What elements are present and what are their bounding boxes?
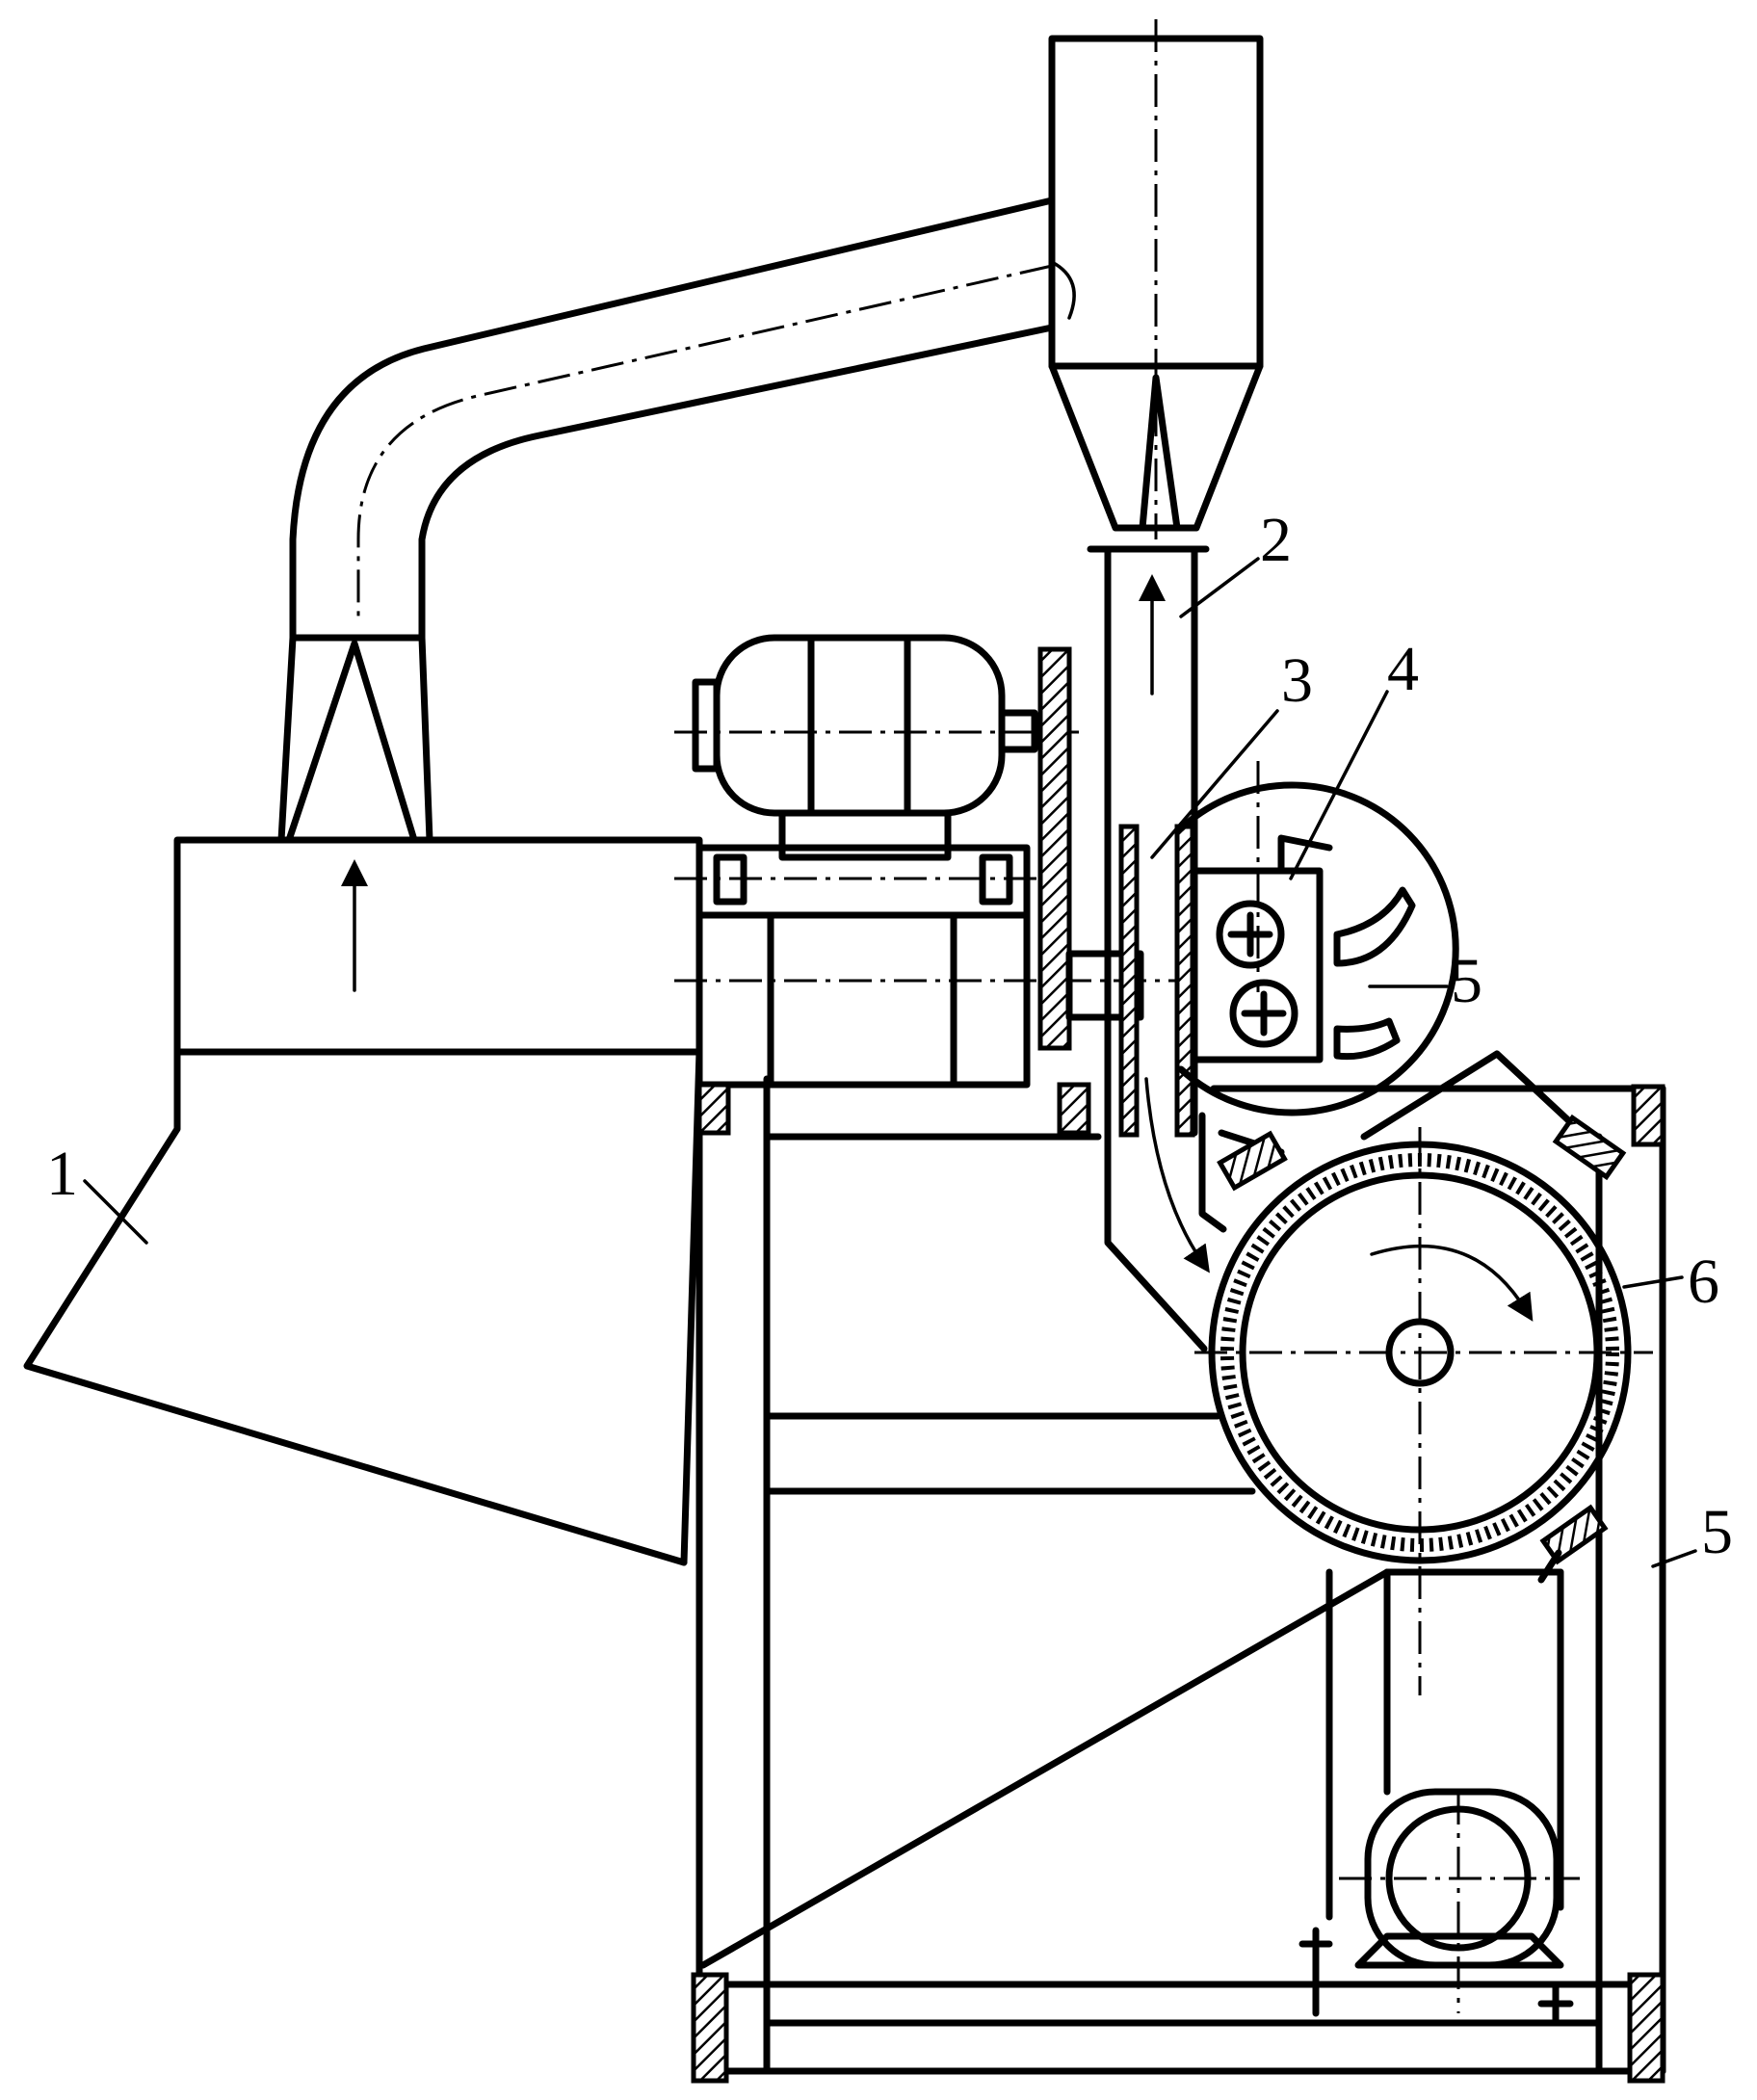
hood-cone [277, 634, 433, 844]
label-part-5-upper: 5 [1451, 946, 1482, 1016]
leader-lines [83, 557, 1697, 1568]
feed-rollers [1216, 900, 1298, 1048]
lower-motor [1298, 1568, 1580, 2027]
impeller-housing [1177, 761, 1459, 1116]
label-part-2: 2 [1260, 505, 1292, 575]
machine-frame [691, 1075, 1666, 2084]
cyclone-separator [1048, 19, 1264, 553]
drum-guards [1198, 1050, 1627, 1584]
air-duct [289, 197, 1076, 642]
label-part-6: 6 [1688, 1247, 1719, 1317]
upper-motor [674, 634, 1079, 861]
label-part-3: 3 [1281, 645, 1313, 716]
hopper-hood [23, 836, 703, 1566]
label-part-5-lower: 5 [1701, 1497, 1733, 1567]
part-labels: 1 2 3 4 5 6 5 [46, 505, 1733, 1567]
label-part-4: 4 [1387, 634, 1419, 704]
gearbox-housing [674, 844, 1194, 1136]
main-drum [1194, 1127, 1653, 1695]
label-part-1: 1 [46, 1139, 78, 1209]
belt-pulleys [1037, 646, 1195, 1138]
